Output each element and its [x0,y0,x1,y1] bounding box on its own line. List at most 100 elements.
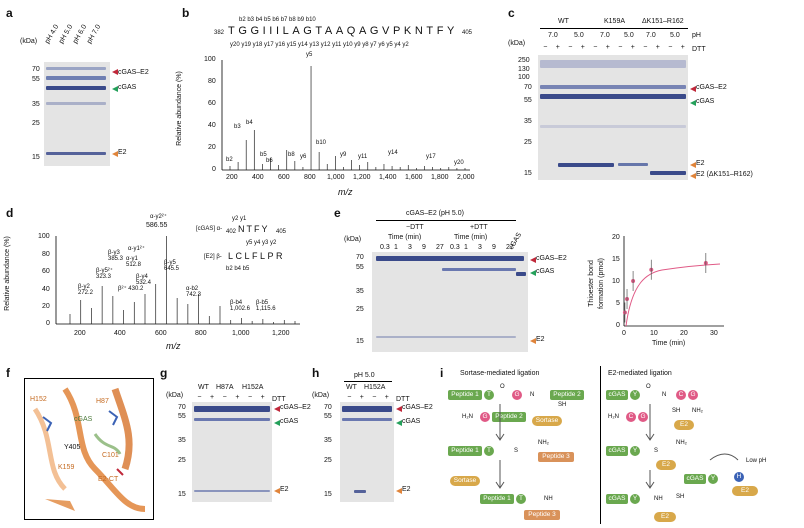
i-peptide1-a: Peptide 1 [448,390,482,400]
d-ann-by2: β-y2 272.2 [78,284,94,296]
i-s2: S [654,448,659,454]
time-mark: 27 [436,244,444,251]
seq-end: 405 [462,30,473,36]
marker-c-250: 250 [518,57,530,64]
panel-e: e cGAS–E2 (pH 5.0) −DTT +DTT Time (min) … [332,200,804,360]
d-ann-by5b: β-y5 645.5 [164,260,180,272]
arrow-cgas-e2 [112,69,118,75]
label-c-cgas: cGAS [696,98,715,105]
dtt-mark: − [248,394,253,401]
g-wt: WT [198,384,209,391]
i-e2-1: E2 [674,420,694,430]
panel-a: a (kDa) 70 55 35 25 15 pH 4.0 pH 5.0 pH … [0,0,149,170]
peak-y9: y9 [340,152,347,158]
peak-b3: b3 [234,124,241,130]
dtt-mark: − [372,394,377,401]
i-res-g2: G [480,412,490,422]
panel-label-b: b [182,6,190,20]
dtt-mark: − [593,44,598,51]
time-mark: 1 [464,244,468,251]
d-top-label-2: 586.55 [146,222,168,229]
ytick-d-100: 100 [38,233,50,240]
time-mark: 3 [408,244,412,251]
label-cgas-e2: cGAS–E2 [118,69,149,76]
i-sh1: SH [558,402,567,408]
dtt-mark: − [543,44,548,51]
gel-e [372,252,528,352]
group-wt: WT [558,18,569,25]
g-dtt-row: −+−+−+ [194,394,270,404]
g-dtt-label: DTT [272,396,286,403]
peak-b10: b10 [316,140,327,146]
time-mark: 27 [506,244,514,251]
i-nh2-2: NH₂ [692,408,703,414]
e-ytick-10: 10 [612,278,620,285]
label-cgas: cGAS [118,84,137,91]
i-sortase-1: Sortase [532,416,562,426]
xl-e2-seq: LCLFLPR [228,251,286,261]
g-marker-25: 25 [178,457,186,464]
arrow-cgas [112,86,118,92]
i-res-t2: T [484,446,494,456]
e-kda: (kDa) [344,236,362,243]
dtt-mark: + [384,394,389,401]
f-h87: H87 [96,398,109,405]
ph-50c: 5.0 [670,32,680,39]
xtick-b-1800: 1,800 [431,174,449,181]
time-mark: 3 [478,244,482,251]
xtick-d-600: 600 [155,330,167,337]
e-title-line [376,220,516,221]
peak-b4: b4 [246,120,253,126]
i-n2: N [662,392,667,398]
dtt-mark: − [568,44,573,51]
h-marker-15: 15 [324,491,332,498]
xl-top-ions: y2 y1 [232,216,247,222]
i-res-c2: C [626,412,636,422]
marker-15: 15 [32,154,40,161]
xtick-b-1000: 1,000 [327,174,345,181]
d-ann-bb4: β-b4 1,002.6 [230,300,251,312]
i-cgas-4: cGAS [606,494,628,504]
g-marker-15: 15 [178,491,186,498]
xtick-d-1200: 1,200 [272,330,290,337]
gel-c [538,55,688,180]
xl-b-ions: b2 b4 b5 [226,266,250,272]
i-o2: O [646,384,651,390]
h-marker-25: 25 [324,457,332,464]
i-nh2: NH [654,496,663,502]
h-marker-35: 35 [324,437,332,444]
panel-label-h: h [312,366,320,380]
dtt-mark: + [210,394,215,401]
i-res-t3: T [516,494,526,504]
i-res-g4: G [638,412,648,422]
arrow-c-cgas-e2 [690,86,696,92]
ytick-d-20: 20 [42,303,50,310]
i-o1: O [500,384,505,390]
e-marker-55: 55 [356,264,364,271]
dtt-mark: − [643,44,648,51]
g-h152a: H152A [242,384,264,391]
e-ytick-0: 0 [616,322,620,329]
peak-b5: b5 [260,152,267,158]
e-minus: −DTT [406,224,424,231]
structure-image [32,387,146,512]
i-res-y3: Y [708,474,718,484]
panel-label-d: d [6,206,14,220]
h-arrow-cgas [396,420,402,426]
f-c101: C101 [102,452,119,459]
i-nh2-3: NH₂ [676,440,687,446]
panel-h: h pH 5.0 WT H152A −+−+ DTT (kDa) 70 55 3… [310,360,440,528]
ytick-b-100: 100 [204,56,216,63]
xl-cgas-end: 405 [276,229,287,235]
h-title: pH 5.0 [354,372,375,379]
f-y405: Y405 [64,444,81,451]
ytick-b-20: 20 [208,144,216,151]
i-h2n: H₂N [462,414,473,420]
dtt-mark: + [605,44,610,51]
d-ann-ay1: α-y1 512.8 [126,256,142,268]
label-c-e2: E2 [696,160,705,167]
f-k159: K159 [58,464,75,471]
ytick-d-80: 80 [42,251,50,258]
i-peptide2-b: Peptide 2 [492,412,526,422]
i-nh2-1: NH₂ [538,440,549,446]
